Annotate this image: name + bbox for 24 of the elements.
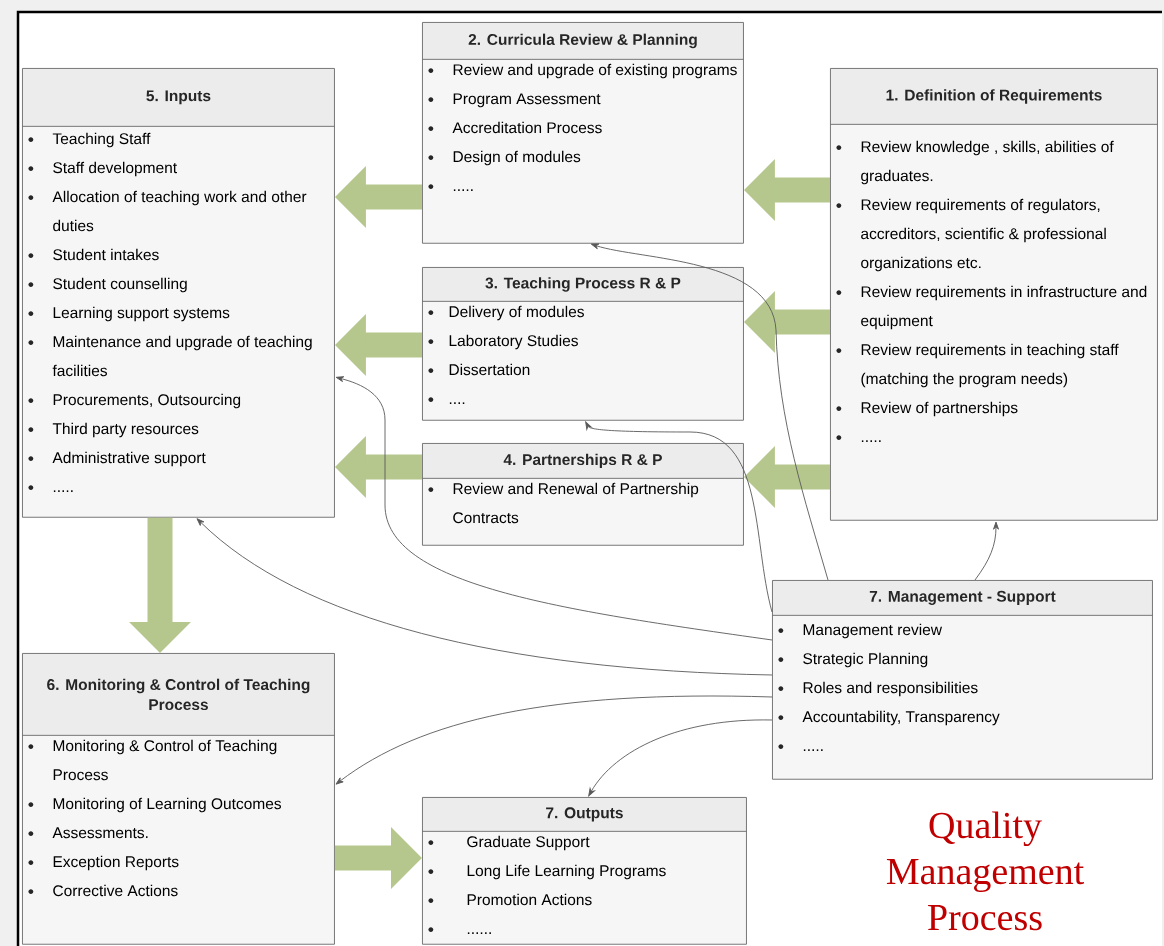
node-label: 2. Curricula Review & Planning — [468, 33, 697, 49]
process-box: 1. Definition of Requirements Review knowledge , skills, abilities of graduates. Review requirements of regulators, accreditors, scientific & professional organizations etc. Review requirements in infrastructure and equipment Review requirements in teaching staff (matching the program needs) Review of partnerships ..... — [830, 68, 1158, 521]
connector-arrow — [585, 421, 773, 613]
connector-arrow — [335, 695, 773, 785]
connector-arrow — [335, 376, 773, 641]
process-box: 6. Monitoring & Control of Teaching Process Monitoring & Control of Teaching Process Monitoring of Learning Outcomes Assessments. Exception Reports Corrective Actions — [22, 653, 335, 945]
connector-arrow — [588, 719, 773, 797]
node-label: 4. Partnerships R & P — [503, 453, 662, 469]
process-box: 5. Inputs Teaching Staff Staff development Allocation of teaching work and other duties Student intakes Student counselling Learning support systems Maintenance and upgrade of teaching facilities Procurements, Outsourcing Third party resources Administrative support ..... — [22, 68, 335, 518]
node-label: 5. Inputs — [146, 90, 211, 105]
connector-arrow — [196, 518, 773, 676]
node-label: 7. Outputs — [546, 807, 623, 822]
node-label: 6. Monitoring & Control of Teaching Process — [47, 678, 310, 711]
process-box: 2. Curricula Review & Planning Review and upgrade of existing programs Program Assessment Accreditation Process Design of modules ..... — [422, 22, 744, 244]
node-label: 1. Definition of Requirements — [886, 89, 1102, 104]
connector-arrow — [974, 521, 999, 581]
connector-arrow — [590, 243, 829, 581]
process-box: 3. Teaching Process R & P Delivery of modules Laboratory Studies Dissertation .... — [422, 267, 744, 421]
process-box: 7. Outputs Graduate Support Long Life Learning Programs Promotion Actions ...... — [422, 797, 747, 945]
title-text: Quality Management Process — [886, 811, 1084, 931]
node-label: 3. Teaching Process R & P — [485, 277, 681, 292]
process-box: 4. Partnerships R & P Review and Renewal of Partnership Contracts — [422, 443, 744, 546]
node-label: 7. Management - Support — [869, 590, 1056, 605]
process-box: 7. Management - Support Management review Strategic Planning Roles and responsibilities Accountability, Transparency ..... — [772, 580, 1153, 780]
